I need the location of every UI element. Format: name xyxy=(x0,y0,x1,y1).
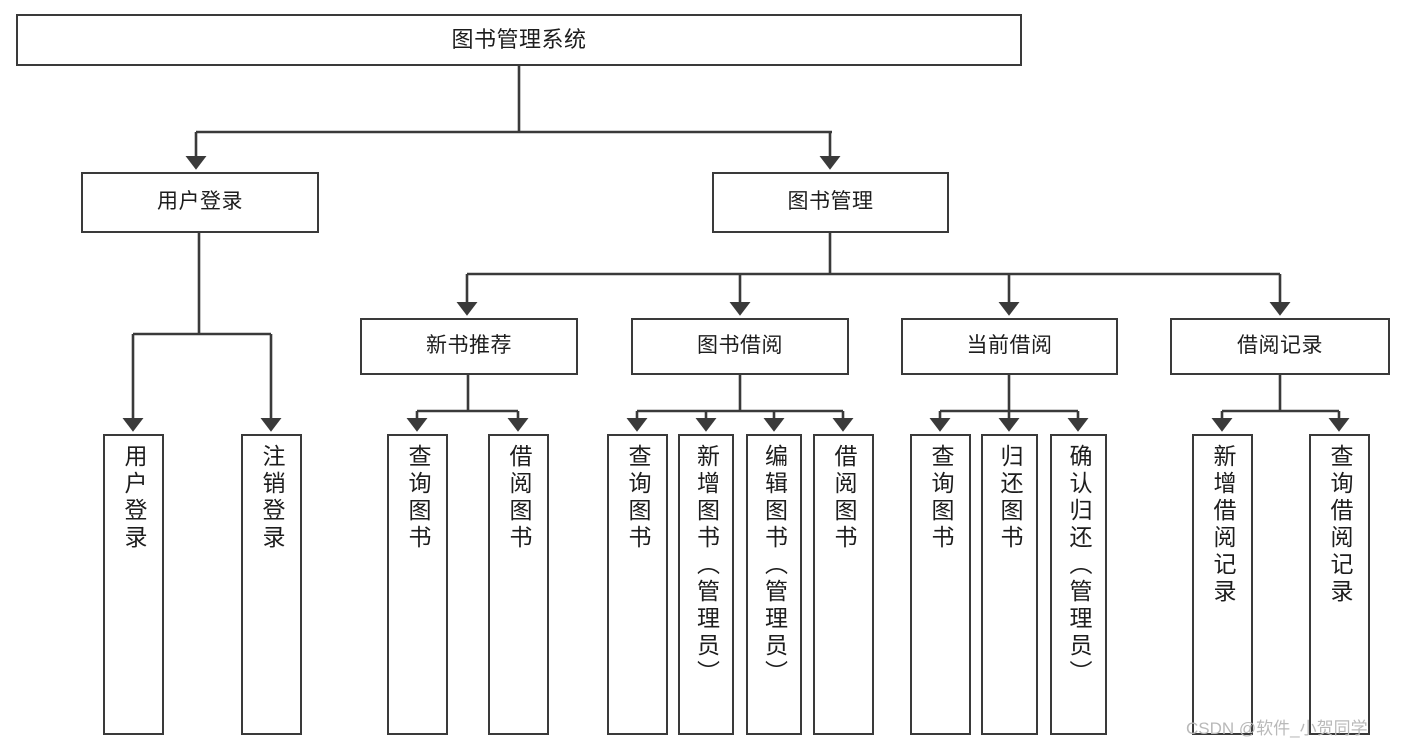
leaf-query-book-recommend[interactable]: 查询图书 xyxy=(387,434,448,735)
leaf-return-book[interactable]: 归还图书 xyxy=(981,434,1038,735)
leaf-confirm-return-admin[interactable]: 确认归还（管理员） xyxy=(1050,434,1107,735)
node-label: 用户登录 xyxy=(157,190,243,214)
node-label: 借阅记录 xyxy=(1237,334,1323,358)
leaf-add-book-admin[interactable]: 新增图书（管理员） xyxy=(678,434,734,735)
node-label: 新增图书（管理员） xyxy=(693,444,720,687)
node-label: 查询借阅记录 xyxy=(1327,444,1353,606)
leaf-add-borrow-record[interactable]: 新增借阅记录 xyxy=(1192,434,1253,735)
node-borrow-record[interactable]: 借阅记录 xyxy=(1170,318,1390,375)
node-label: 注销登录 xyxy=(259,444,285,552)
node-label: 当前借阅 xyxy=(966,334,1053,358)
leaf-logout[interactable]: 注销登录 xyxy=(241,434,302,735)
watermark-text: CSDN @软件_小贺同学 xyxy=(1186,719,1368,738)
node-book-manage[interactable]: 图书管理 xyxy=(712,172,949,233)
node-label: 新增借阅记录 xyxy=(1210,444,1236,606)
node-label: 图书借阅 xyxy=(697,334,783,358)
node-label: 借阅图书 xyxy=(506,444,532,552)
leaf-borrow-book[interactable]: 借阅图书 xyxy=(813,434,874,735)
node-label: 新书推荐 xyxy=(426,334,512,358)
leaf-user-login[interactable]: 用户登录 xyxy=(103,434,164,735)
node-root-system[interactable]: 图书管理系统 xyxy=(16,14,1022,66)
node-label: 查询图书 xyxy=(405,444,431,552)
leaf-query-book-borrow[interactable]: 查询图书 xyxy=(607,434,668,735)
leaf-edit-book-admin[interactable]: 编辑图书（管理员） xyxy=(746,434,802,735)
node-label: 图书管理 xyxy=(787,190,874,214)
node-label: 用户登录 xyxy=(121,444,147,552)
node-label: 借阅图书 xyxy=(831,444,857,552)
leaf-borrow-book-recommend[interactable]: 借阅图书 xyxy=(488,434,549,735)
node-current-borrow[interactable]: 当前借阅 xyxy=(901,318,1118,375)
node-book-borrow[interactable]: 图书借阅 xyxy=(631,318,849,375)
leaf-query-book-current[interactable]: 查询图书 xyxy=(910,434,971,735)
node-label: 归还图书 xyxy=(997,444,1023,552)
node-label: 编辑图书（管理员） xyxy=(761,444,788,687)
node-label: 查询图书 xyxy=(928,444,954,552)
node-user-login[interactable]: 用户登录 xyxy=(81,172,319,233)
leaf-query-borrow-record[interactable]: 查询借阅记录 xyxy=(1309,434,1370,735)
node-label: 查询图书 xyxy=(625,444,651,552)
node-label: 确认归还（管理员） xyxy=(1066,444,1092,687)
node-new-book-recommend[interactable]: 新书推荐 xyxy=(360,318,578,375)
node-label: 图书管理系统 xyxy=(451,27,587,53)
